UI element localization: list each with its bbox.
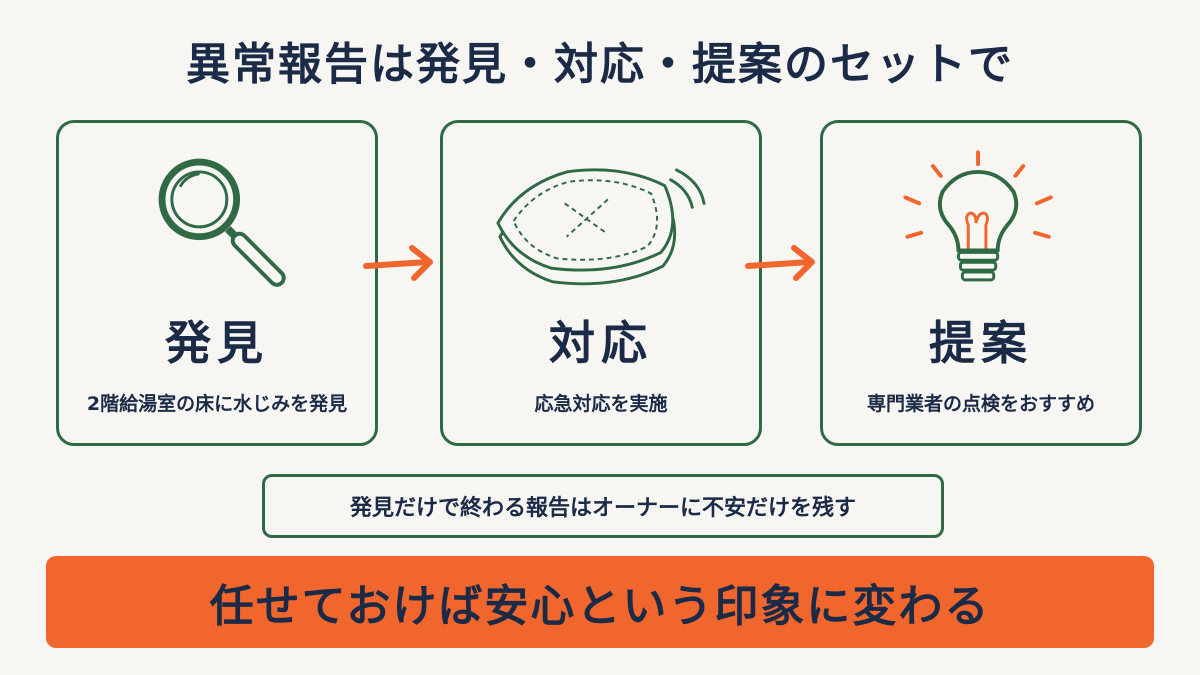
arrow-right-icon bbox=[745, 245, 815, 281]
step-description: 専門業者の点検をおすすめ bbox=[866, 393, 1095, 415]
step-heading: 提案 bbox=[929, 316, 1033, 370]
step-card-discovery: 発見 2階給湯室の床に水じみを発見 bbox=[56, 120, 378, 446]
step-card-proposal: 提案 専門業者の点検をおすすめ bbox=[820, 120, 1142, 446]
conclusion-banner: 任せておけば安心という印象に変わる bbox=[46, 556, 1154, 648]
step-card-response: 対応 応急対応を実施 bbox=[440, 120, 762, 446]
page-title: 異常報告は発見・対応・提案のセットで bbox=[186, 39, 1014, 90]
step-description: 応急対応を実施 bbox=[534, 393, 668, 415]
cloth-icon bbox=[496, 168, 706, 286]
step-description: 2階給湯室の床に水じみを発見 bbox=[86, 393, 348, 415]
step-heading: 発見 bbox=[165, 316, 269, 370]
arrow-right-icon bbox=[363, 245, 433, 281]
step-heading: 対応 bbox=[549, 316, 653, 370]
lightbulb-icon bbox=[903, 150, 1053, 282]
magnifier-icon bbox=[158, 158, 286, 287]
note-box: 発見だけで終わる報告はオーナーに不安だけを残す bbox=[262, 474, 944, 538]
